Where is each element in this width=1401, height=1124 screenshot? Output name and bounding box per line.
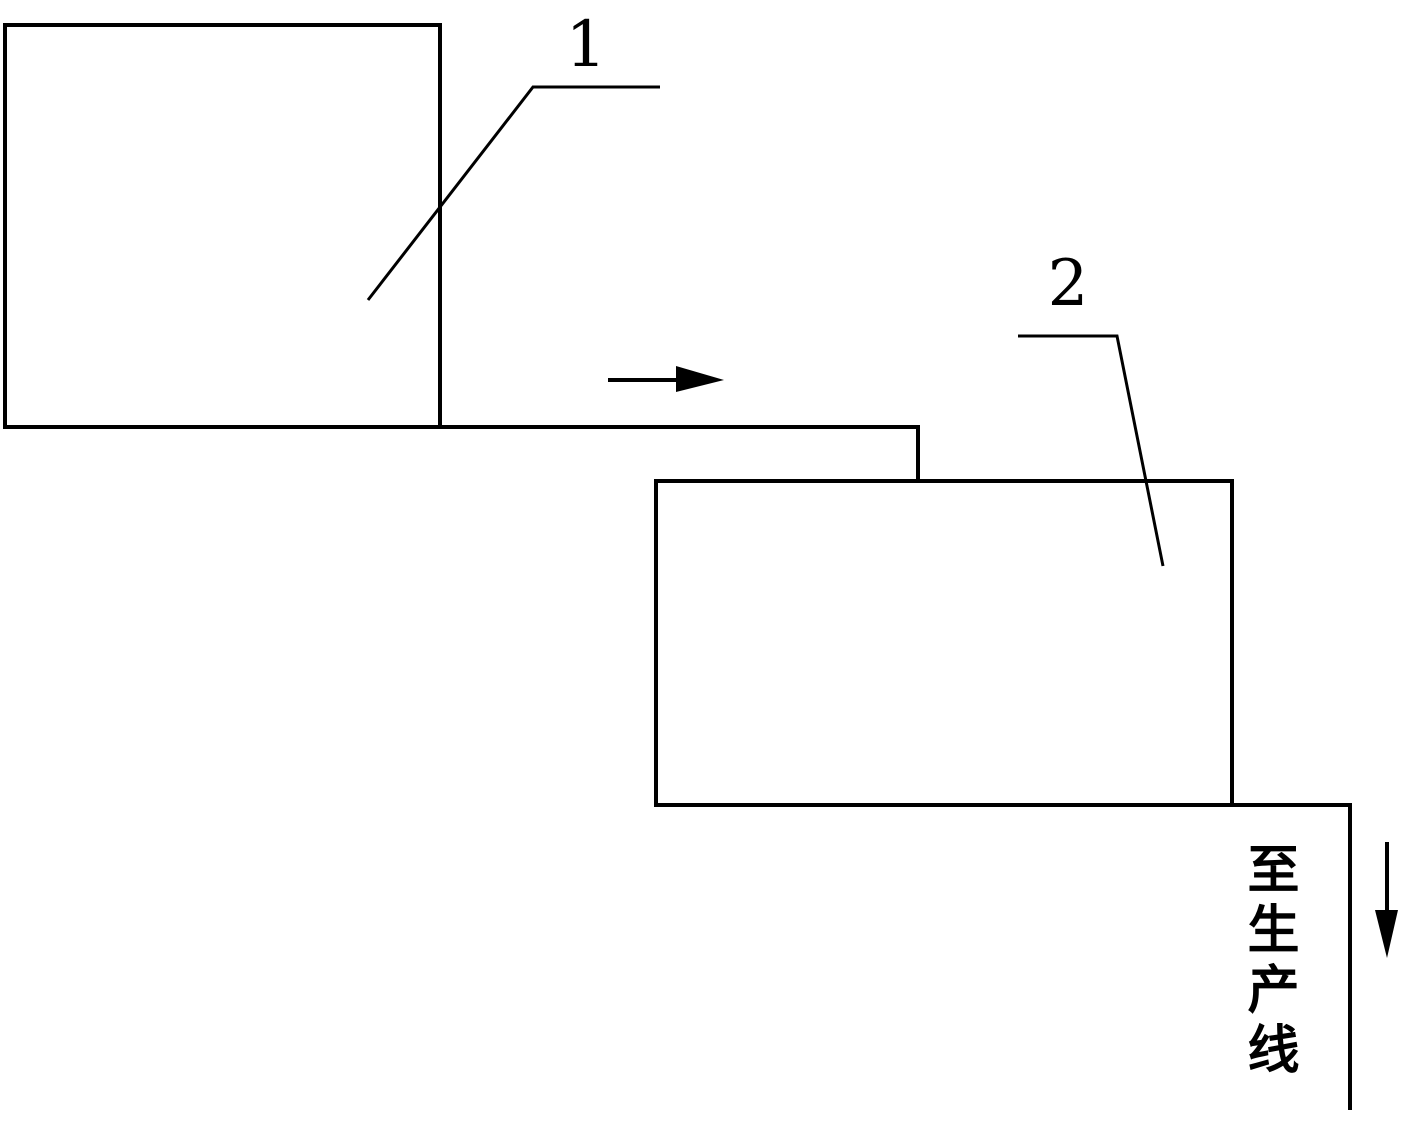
outlet-pipe <box>1232 803 1352 1110</box>
arrow-right-icon <box>608 366 724 392</box>
component-2-box <box>654 479 1234 807</box>
destination-label: 至生产线 <box>1238 842 1299 1082</box>
component-2-leader-line <box>1018 334 1165 567</box>
component-2-label: 2 <box>1048 247 1089 321</box>
connector-pipe-1-2 <box>440 425 920 481</box>
component-1-box <box>3 23 442 429</box>
component-1-label: 1 <box>566 8 607 82</box>
component-1-leader-line <box>366 85 660 301</box>
arrow-down-icon <box>1375 842 1398 958</box>
